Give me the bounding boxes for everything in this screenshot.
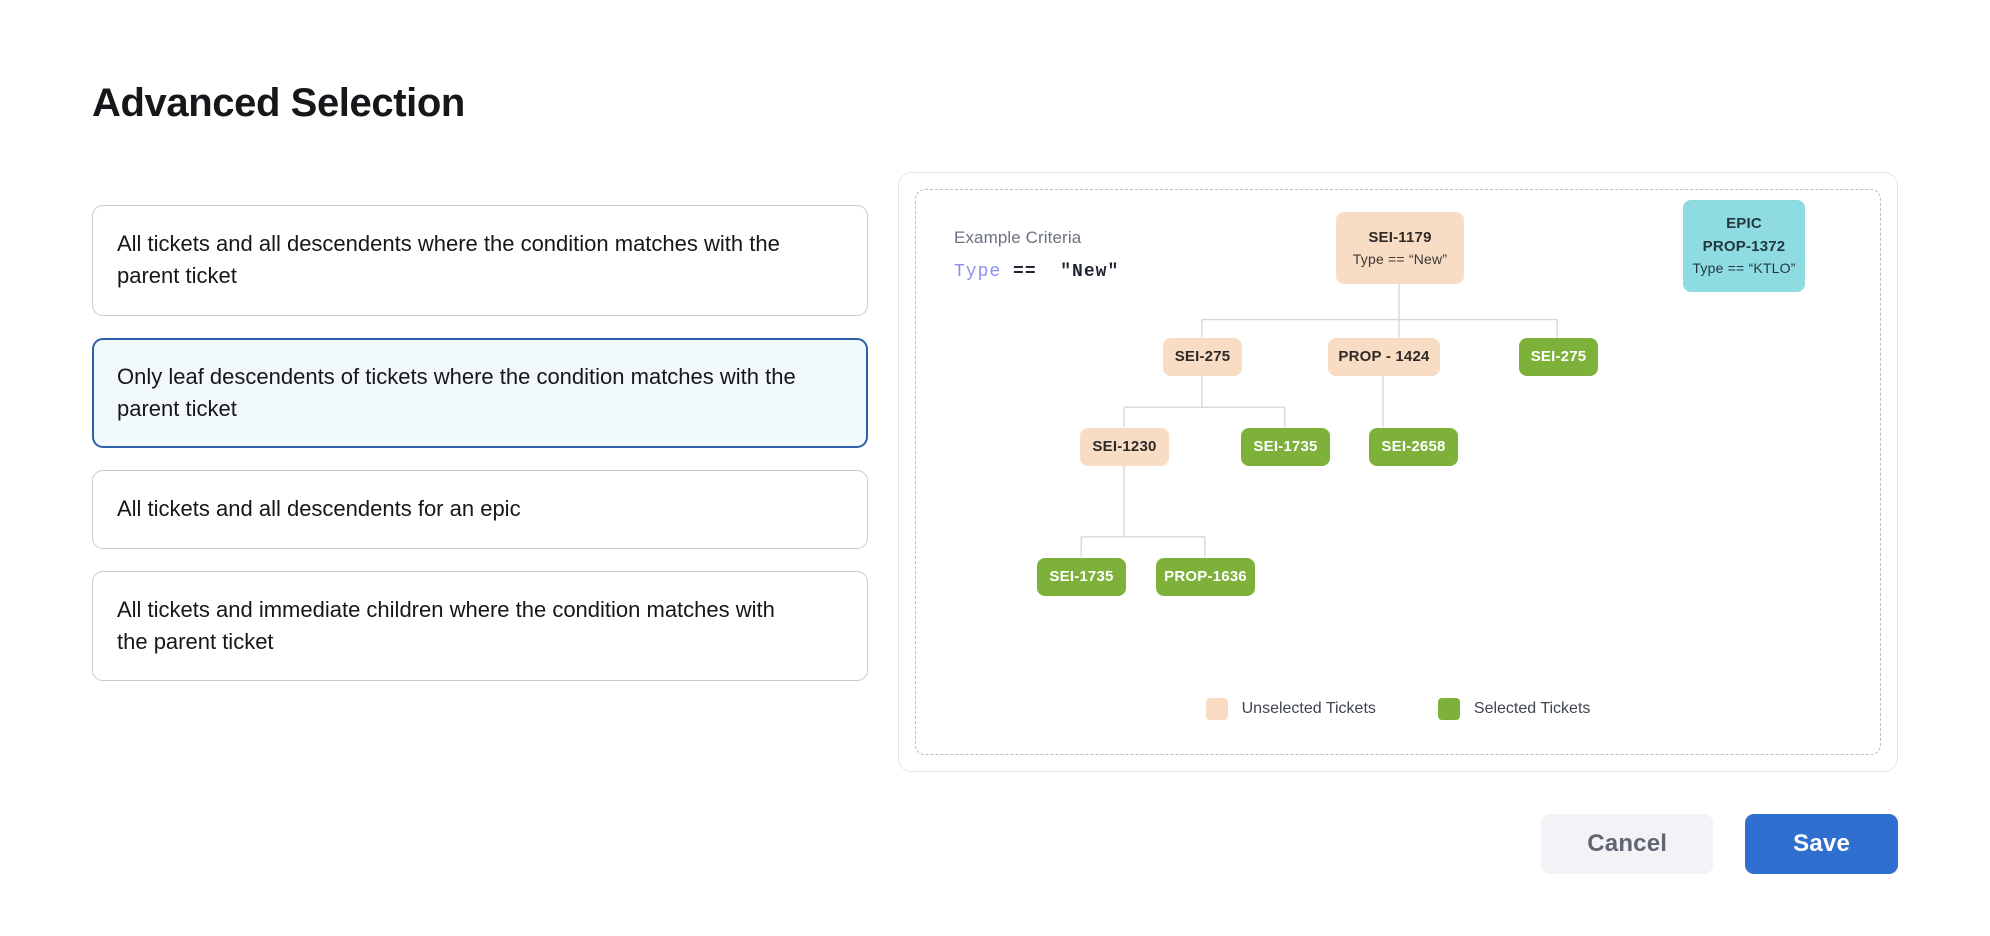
ticket-id: SEI-275 (1174, 348, 1231, 366)
option-label: All tickets and all descendents for an e… (117, 496, 521, 522)
option-card-leaf-descendents[interactable]: Only leaf descendents of tickets where t… (92, 337, 868, 449)
ticket-node-epic-prop-1372[interactable]: EPIC PROP-1372 Type == “KTLO” (1683, 200, 1805, 292)
ticket-id: PROP-1636 (1164, 568, 1247, 586)
option-card-epic-descendents[interactable]: All tickets and all descendents for an e… (92, 470, 868, 549)
example-diagram-panel: Example Criteria Type == "New" (898, 172, 1898, 772)
ticket-node-sei-275-row2[interactable]: SEI-275 (1163, 338, 1242, 376)
criteria-label: Example Criteria (954, 228, 1082, 247)
ticket-id: SEI-1735 (1253, 438, 1318, 456)
ticket-node-prop-1424[interactable]: PROP - 1424 (1328, 338, 1440, 376)
selection-options-list: All tickets and all descendents where th… (92, 205, 868, 682)
ticket-id: PROP-1372 (1702, 238, 1786, 256)
ticket-node-sei-1735-row4[interactable]: SEI-1735 (1037, 558, 1126, 596)
option-label: Only leaf descendents of tickets where t… (117, 363, 796, 421)
page-title: Advanced Selection (92, 80, 465, 125)
ticket-id: PROP - 1424 (1338, 348, 1430, 366)
legend-label: Unselected Tickets (1241, 700, 1376, 717)
option-card-all-descendents[interactable]: All tickets and all descendents where th… (92, 205, 868, 316)
legend-label: Selected Tickets (1473, 700, 1591, 717)
ticket-id: SEI-2658 (1381, 438, 1446, 456)
ticket-node-sei-1179[interactable]: SEI-1179 Type == “New” (1336, 212, 1464, 284)
legend-item-selected: Selected Tickets (1437, 698, 1591, 720)
ticket-id: SEI-275 (1530, 348, 1587, 366)
ticket-condition: Type == “KTLO” (1692, 260, 1796, 277)
dialog-footer: Cancel Save (1541, 814, 1898, 874)
ticket-node-sei-1230[interactable]: SEI-1230 (1080, 428, 1169, 466)
option-card-immediate-children[interactable]: All tickets and immediate children where… (92, 570, 868, 682)
ticket-node-sei-275-selected[interactable]: SEI-275 (1519, 338, 1598, 376)
option-label: All tickets and immediate children where… (117, 596, 775, 654)
unselected-swatch-icon (1205, 698, 1228, 720)
ticket-id: SEI-1735 (1049, 568, 1114, 586)
ticket-condition: Type == “New” (1352, 250, 1448, 267)
criteria-operator: == (1013, 262, 1037, 282)
criteria-expression: Type == "New" (954, 262, 1119, 282)
ticket-id: SEI-1230 (1092, 438, 1157, 456)
criteria-field: Type (954, 262, 1002, 282)
ticket-node-sei-2658[interactable]: SEI-2658 (1369, 428, 1458, 466)
diagram-legend: Unselected Tickets Selected Tickets (916, 698, 1880, 720)
save-button[interactable]: Save (1745, 814, 1898, 874)
legend-item-unselected: Unselected Tickets (1205, 698, 1376, 720)
selected-swatch-icon (1437, 698, 1460, 720)
option-label: All tickets and all descendents where th… (117, 231, 780, 289)
diagram-inner-dashed-area: Example Criteria Type == "New" (915, 189, 1881, 755)
cancel-button[interactable]: Cancel (1541, 814, 1714, 874)
ticket-node-prop-1636[interactable]: PROP-1636 (1156, 558, 1255, 596)
criteria-value: "New" (1060, 262, 1120, 282)
ticket-id: SEI-1179 (1368, 228, 1432, 246)
epic-kicker: EPIC (1726, 214, 1762, 232)
ticket-node-sei-1735-row3[interactable]: SEI-1735 (1241, 428, 1330, 466)
